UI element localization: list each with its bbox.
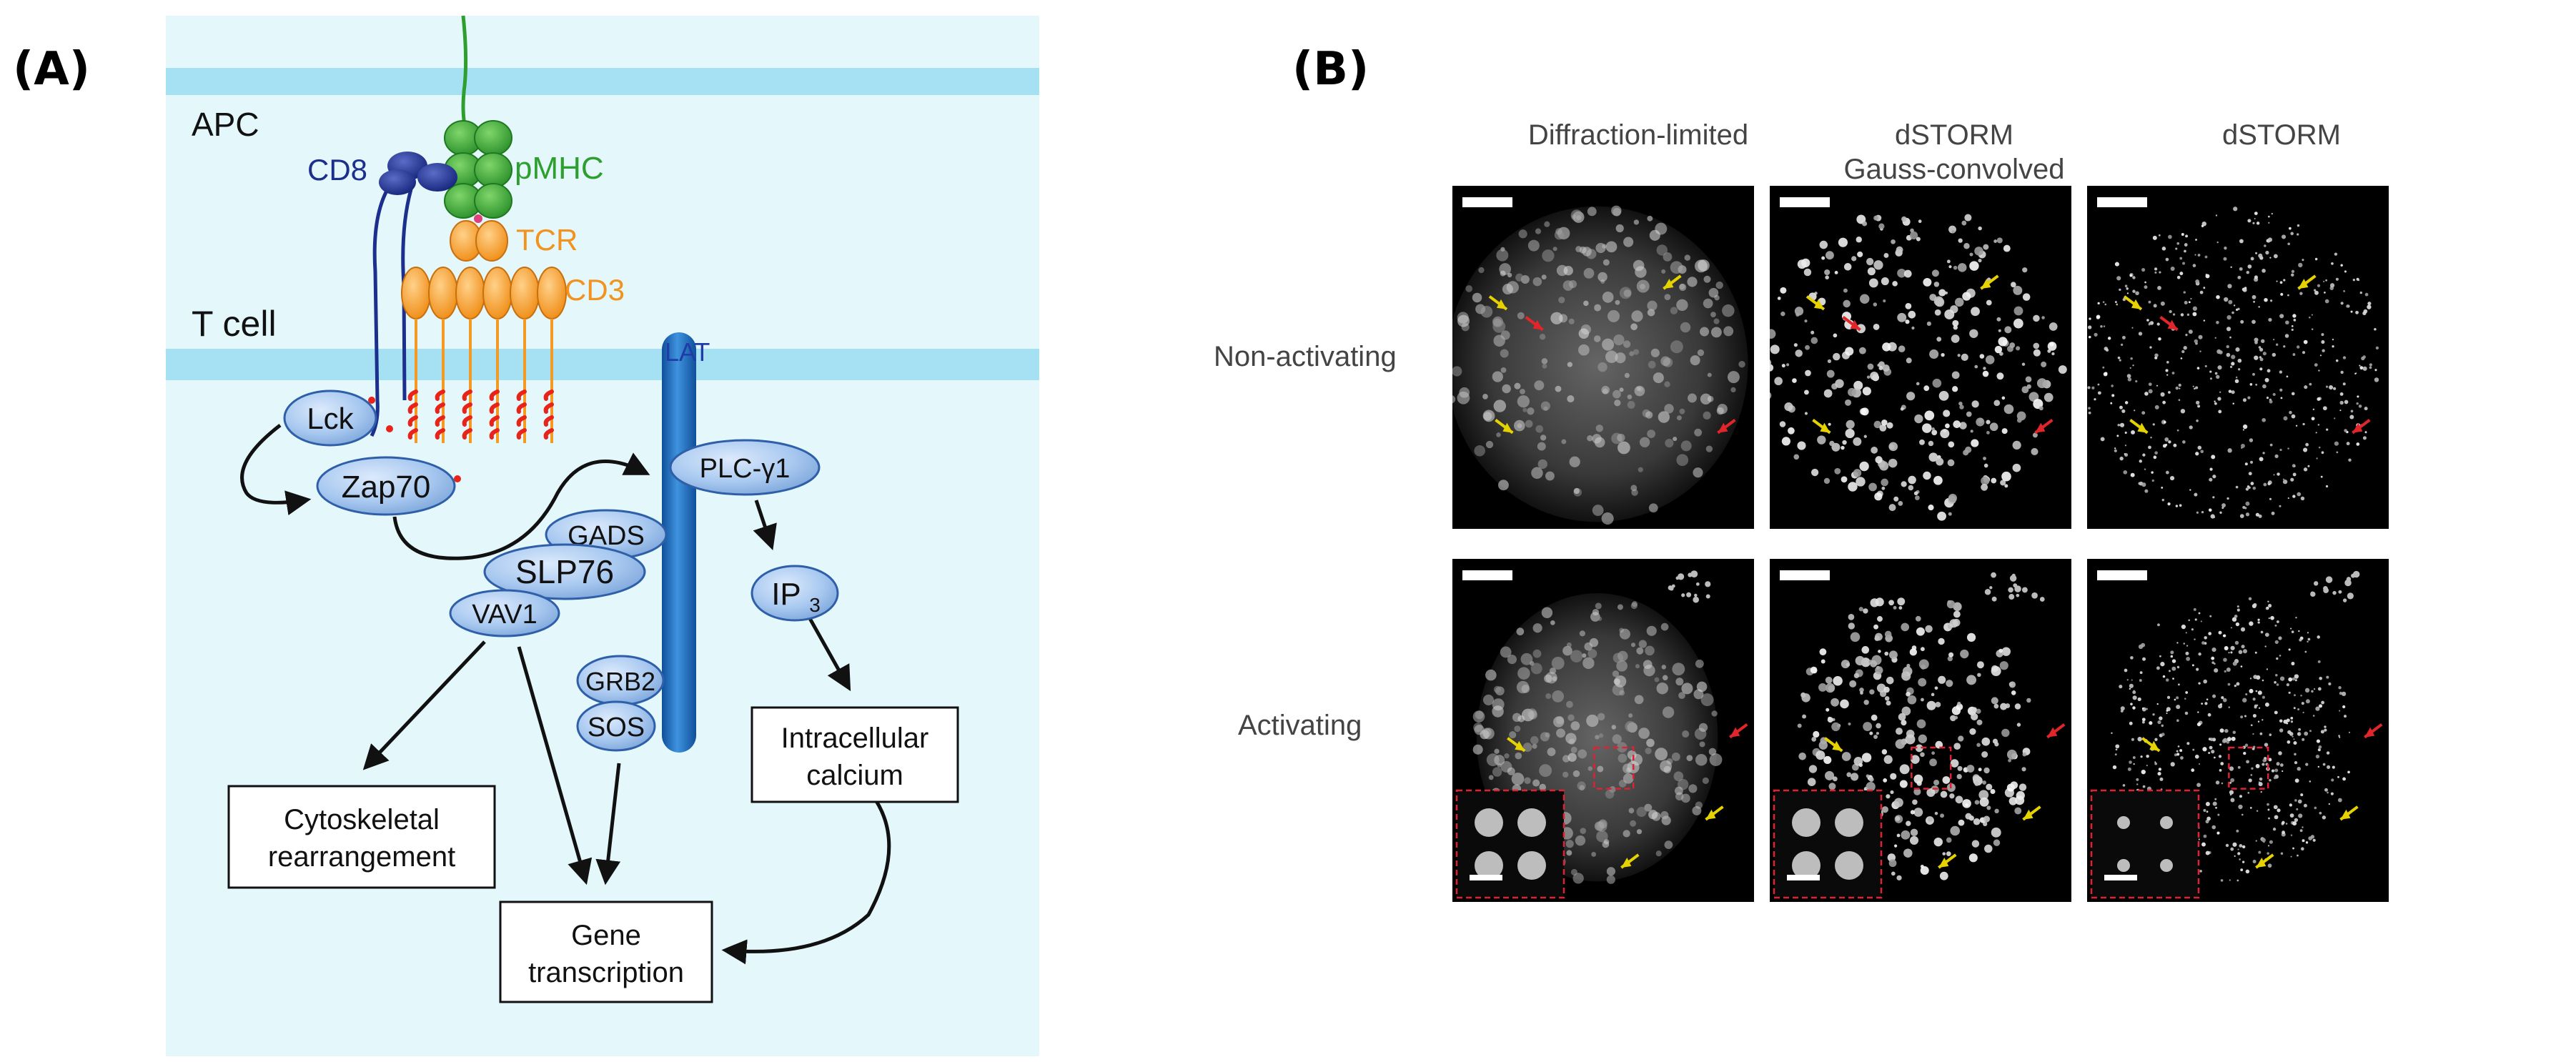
calcium-box: Intracellular calcium (750, 706, 959, 803)
panel-a: (A) APC T cell pMHC CD8 (13, 15, 1039, 1056)
column-header-dstorm: dSTORM (2222, 119, 2341, 151)
zap70-label: Zap70 (342, 470, 431, 505)
lat-label: LAT (665, 337, 710, 367)
sos-node: SOS (576, 700, 656, 752)
roi-box (1911, 746, 1952, 790)
column-header-dstorm-gauss-2: Gauss-convolved (1843, 154, 2064, 185)
roi-box (2228, 746, 2269, 790)
gene-transcription-box: Gene transcription (499, 900, 713, 1003)
plc-label: PLC-γ1 (700, 454, 791, 484)
ip3-label: IP (771, 577, 801, 612)
panel-b: (B) Diffraction-limited dSTORM Gauss-con… (1214, 43, 2389, 902)
gene-label-1: Gene (571, 920, 641, 951)
micrograph-panel (2087, 186, 2389, 529)
cd8-label: CD8 (307, 153, 367, 187)
apc-membrane (166, 68, 1039, 95)
zoom-inset (2090, 789, 2200, 899)
grb2-label: GRB2 (585, 667, 655, 696)
micrograph-panel (1770, 559, 2071, 902)
vav1-label: VAV1 (472, 600, 538, 630)
tcell-label: T cell (192, 304, 277, 344)
arrow-vav1-to-cytoskeletal (362, 640, 486, 770)
arrow-plc-to-ip3 (753, 500, 777, 550)
micrograph-grid (1452, 186, 2389, 902)
zap70-node: Zap70 (316, 456, 456, 516)
roi-box (1593, 746, 1635, 790)
pmhc-label: pMHC (515, 151, 604, 186)
calcium-label-1: Intracellular (781, 723, 929, 754)
lat-icon (662, 332, 696, 753)
row-label-non-activating: Non-activating (1214, 341, 1397, 372)
sos-label: SOS (588, 713, 645, 743)
zoom-inset (1455, 789, 1565, 899)
grb2-node: GRB2 (576, 655, 665, 706)
vav1-node: VAV1 (449, 589, 560, 637)
calcium-label-2: calcium (806, 760, 903, 791)
micrograph-panel (2087, 559, 2389, 902)
slp76-node: SLP76 (483, 543, 646, 600)
arrow-calcium-to-gene (721, 793, 891, 965)
arrow-lck-to-zap70 (240, 424, 312, 516)
plc-node: PLC-γ1 (669, 439, 821, 496)
panel-a-label: (A) (13, 43, 90, 96)
tcell-membrane (166, 349, 1039, 380)
cd3-label: CD3 (565, 273, 625, 307)
cytoskeletal-label-1: Cytoskeletal (284, 804, 440, 835)
lck-node: Lck (283, 389, 377, 447)
cytoskeletal-label-2: rearrangement (268, 841, 455, 873)
apc-label: APC (192, 106, 259, 143)
panel-b-label: (B) (1292, 43, 1369, 96)
column-header-dstorm-gauss-1: dSTORM (1895, 119, 2013, 151)
cd3-icon (368, 267, 567, 497)
column-header-diffraction: Diffraction-limited (1528, 119, 1748, 151)
ip3-node: IP 3 (750, 565, 839, 622)
ip3-subscript: 3 (809, 594, 821, 616)
micrograph-panel (1770, 186, 2071, 529)
micrograph-panel (1452, 186, 1754, 529)
pmhc-anchor (461, 15, 468, 126)
arrow-vav1-to-gene (517, 646, 593, 885)
gene-label-2: transcription (528, 957, 684, 988)
arrow-ip3-to-calcium (806, 613, 851, 692)
arrow-zap70-to-lat (392, 452, 650, 560)
row-label-activating: Activating (1238, 710, 1362, 741)
zoom-inset (1773, 789, 1883, 899)
arrow-sos-to-gene (595, 763, 621, 885)
lck-label: Lck (307, 402, 354, 435)
tcr-label: TCR (516, 223, 578, 257)
tcr-icon (450, 220, 508, 262)
slp76-label: SLP76 (515, 553, 614, 590)
cytoskeletal-box: Cytoskeletal rearrangement (227, 785, 496, 889)
micrograph-panel (1452, 559, 1754, 902)
